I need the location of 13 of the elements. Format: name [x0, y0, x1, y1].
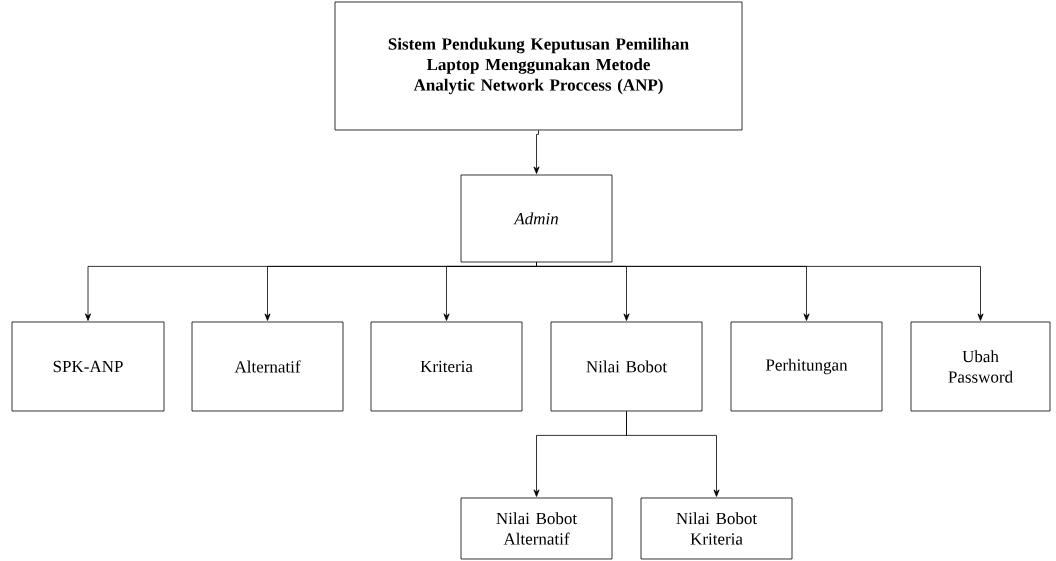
process-box: Ubah Password [910, 321, 1051, 412]
process-box: Perhitungan [730, 321, 883, 412]
process-box: Kriteria [370, 321, 523, 412]
process-box: Nilai Bobot Kriteria [640, 497, 793, 560]
process-box: Nilai Bobot Alternatif [460, 497, 613, 560]
arrow [626, 411, 720, 497]
process-box: Admin [460, 174, 613, 263]
process-box: Alternatif [191, 321, 344, 412]
arrow [536, 262, 984, 321]
process-box: Sistem Pendukung Keputusan Pemilihan Laptop Menggunakan Metode Analytic Network Proccess (ANP) [334, 1, 743, 131]
process-box: SPK-ANP [11, 321, 165, 412]
arrow [533, 130, 540, 174]
process-box: Nilai Bobot [550, 321, 703, 412]
